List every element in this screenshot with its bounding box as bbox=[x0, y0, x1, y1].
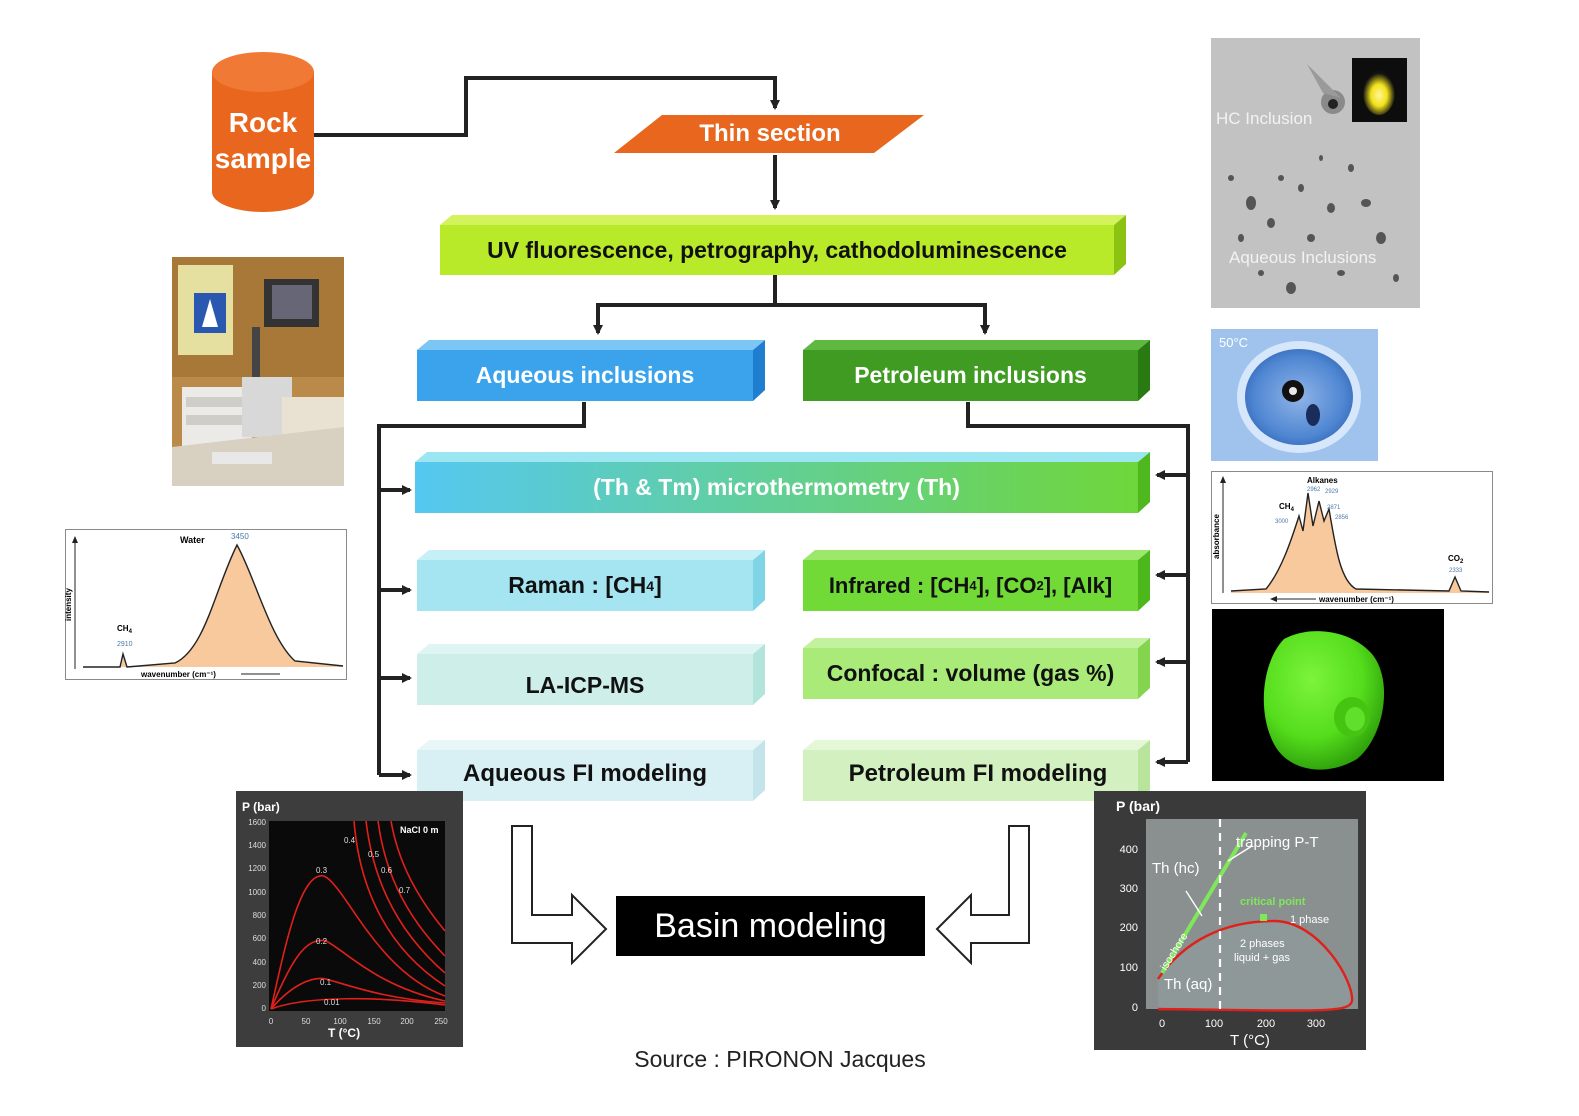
isochore-curve-0-1: 0.1 bbox=[320, 978, 332, 987]
th-hc-label: Th (hc) bbox=[1152, 860, 1200, 877]
hc-inclusion-label: HC Inclusion bbox=[1216, 109, 1312, 128]
isochore-ytick-400: 400 bbox=[253, 958, 267, 967]
petroleum-inclusions-box: Petroleum inclusions bbox=[854, 362, 1087, 388]
isochore-ytick-600: 600 bbox=[253, 934, 267, 943]
isochore-xtick-50: 50 bbox=[302, 1017, 311, 1026]
water-ch4-value: 2910 bbox=[117, 641, 133, 648]
pt-ytick-0: 0 bbox=[1132, 1002, 1138, 1014]
hc-inclusion-photo: HC Inclusion Aqueous Inclusions bbox=[1211, 38, 1420, 308]
isochore-ytick-200: 200 bbox=[253, 981, 267, 990]
alkane-ch4-value: 3000 bbox=[1275, 519, 1289, 525]
water-peak-label: Water bbox=[180, 535, 205, 545]
thin-section-shape bbox=[614, 115, 924, 153]
liquid-gas-label: liquid + gas bbox=[1234, 952, 1290, 964]
critical-point-label: critical point bbox=[1240, 896, 1306, 908]
pt-ytick-400: 400 bbox=[1120, 844, 1138, 856]
pt-xtick-300: 300 bbox=[1307, 1018, 1325, 1030]
isochore-curve-0-3: 0.3 bbox=[316, 866, 328, 875]
two-phases-label: 2 phases bbox=[1240, 938, 1285, 950]
trapping-pt-label: trapping P-T bbox=[1236, 834, 1319, 851]
alkane-peak-4: 2856 bbox=[1335, 515, 1349, 521]
heated-inclusion-photo: 50°C bbox=[1211, 329, 1378, 461]
isochore-xlabel: T (°C) bbox=[328, 1026, 360, 1040]
la-icp-ms-box: LA-ICP-MS bbox=[525, 672, 645, 698]
pt-xtick-0: 0 bbox=[1159, 1018, 1165, 1030]
isochore-curve-0-6: 0.6 bbox=[381, 866, 393, 875]
alkane-spectrum-ylabel: absorbance bbox=[1212, 514, 1221, 559]
rock-sample-label: Rock sample bbox=[214, 107, 312, 174]
rock-sample-cylinder bbox=[212, 52, 314, 212]
isochore-xtick-150: 150 bbox=[367, 1017, 381, 1026]
isochore-ytick-1200: 1200 bbox=[248, 864, 266, 873]
pt-ytick-100: 100 bbox=[1120, 962, 1138, 974]
pt-phase-chart: P (bar) 400 300 200 100 0 0 100 200 300 … bbox=[1094, 791, 1366, 1050]
uv-fluorescence-box: UV fluorescence, petrography, cathodolum… bbox=[487, 236, 1067, 263]
pt-xtick-200: 200 bbox=[1257, 1018, 1275, 1030]
isochore-xtick-0: 0 bbox=[269, 1017, 274, 1026]
pt-ytick-200: 200 bbox=[1120, 922, 1138, 934]
co2-value: 2333 bbox=[1449, 568, 1463, 574]
lab-equipment-photo bbox=[172, 257, 344, 486]
basin-modeling-box: Basin modeling bbox=[654, 906, 887, 945]
aqueous-inclusions-box: Aqueous inclusions bbox=[475, 362, 695, 388]
alkane-spectrum-xlabel: wavenumber (cm⁻¹) bbox=[1318, 595, 1394, 604]
isochore-ytick-1000: 1000 bbox=[248, 888, 266, 897]
pt-ylabel: P (bar) bbox=[1116, 798, 1160, 814]
petroleum-fi-modeling-box: Petroleum FI modeling bbox=[848, 759, 1108, 787]
temperature-label: 50°C bbox=[1219, 335, 1248, 350]
alkanes-label: Alkanes bbox=[1307, 476, 1338, 485]
alkane-ch4-label: CH4 bbox=[1279, 502, 1295, 513]
isochore-ylabel: P (bar) bbox=[242, 800, 280, 814]
aqueous-inclusions-photo-label: Aqueous Inclusions bbox=[1229, 248, 1376, 267]
source-credit: Source : PIRONON Jacques bbox=[634, 1046, 926, 1072]
isochore-ytick-1600: 1600 bbox=[248, 818, 266, 827]
isochore-legend: NaCl 0 m bbox=[400, 825, 439, 835]
co2-label: CO2 bbox=[1448, 554, 1464, 565]
pt-xlabel: T (°C) bbox=[1230, 1032, 1270, 1049]
isochore-xtick-100: 100 bbox=[333, 1017, 347, 1026]
pt-xtick-100: 100 bbox=[1205, 1018, 1223, 1030]
isochore-xtick-250: 250 bbox=[434, 1017, 448, 1026]
water-spectrum-xlabel: wavenumber (cm⁻¹) bbox=[140, 670, 216, 679]
isochore-curve-0-5: 0.5 bbox=[368, 850, 380, 859]
water-ch4-label: CH4 bbox=[117, 624, 133, 635]
isochore-curve-0-7: 0.7 bbox=[399, 886, 411, 895]
water-peak-value: 3450 bbox=[231, 532, 249, 541]
confocal-3d-inclusion-image bbox=[1212, 609, 1444, 781]
alkane-peak-2: 2929 bbox=[1325, 489, 1339, 495]
alkane-spectrum-chart: absorbance Alkanes 2962 2929 2871 2856 C… bbox=[1211, 471, 1493, 604]
confocal-box: Confocal : volume (gas %) bbox=[826, 660, 1115, 686]
one-phase-label: 1 phase bbox=[1290, 914, 1329, 926]
alkane-peak-3: 2871 bbox=[1327, 505, 1341, 511]
thin-section-label: Thin section bbox=[699, 120, 841, 147]
isochore-ytick-800: 800 bbox=[253, 911, 267, 920]
th-aq-label: Th (aq) bbox=[1164, 976, 1212, 993]
alkane-peak-1: 2962 bbox=[1307, 487, 1321, 493]
pt-ytick-300: 300 bbox=[1120, 883, 1138, 895]
water-spectrum-chart: intensity Water 3450 CH4 2910 wavenumber… bbox=[65, 529, 347, 680]
isochore-ytick-0: 0 bbox=[262, 1004, 267, 1013]
isochore-curve-0-2: 0.2 bbox=[316, 937, 328, 946]
isochore-xtick-200: 200 bbox=[400, 1017, 414, 1026]
isochore-curve-0-4: 0.4 bbox=[344, 836, 356, 845]
water-spectrum-ylabel: intensity bbox=[65, 588, 73, 621]
isochore-ytick-1400: 1400 bbox=[248, 841, 266, 850]
isochore-curve-0-01: 0.01 bbox=[324, 998, 340, 1007]
aqueous-fi-modeling-box: Aqueous FI modeling bbox=[463, 759, 707, 787]
microthermometry-box: (Th & Tm) microthermometry (Th) bbox=[593, 474, 960, 500]
isochore-chart: P (bar) 1600 1400 1200 1000 800 600 400 … bbox=[236, 791, 463, 1047]
